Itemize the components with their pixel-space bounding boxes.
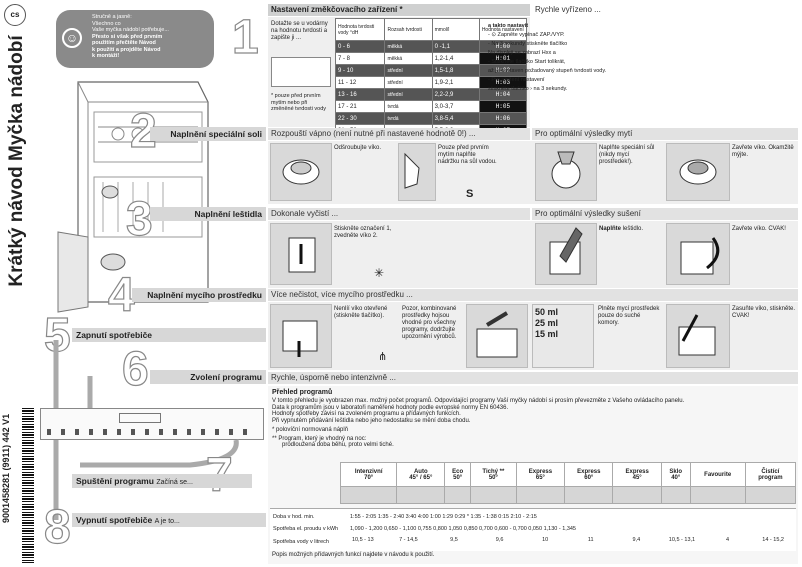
rinse-step-1-text: Stiskněte označení 1, zvedněte víko 2. — [334, 226, 392, 239]
program-overview-title: Přehled programů — [272, 389, 333, 396]
salt-header: Rozpouští vápno (není nutné při nastaven… — [268, 128, 530, 140]
row-time-values: 1:55 - 2:05 1:35 - 2:40 3:40 4:00 1:00 1… — [350, 514, 537, 520]
control-panel — [40, 408, 264, 440]
detergent-fill-illustration — [466, 304, 528, 368]
hardness-table: Hodnota tvrdosti vody °dH Rozsah tvrdost… — [334, 18, 528, 137]
step-7-bar: Spuštění programu Začíná se... — [72, 474, 252, 488]
salt-header-right: Pro optimální výsledky mytí — [532, 128, 798, 140]
rinse-symbol-icon: ✳ — [374, 266, 385, 280]
salt-step-1-text: Odšroubujte víko. — [334, 145, 382, 151]
softener-header-right: Rychle vyřízeno ... — [532, 4, 798, 16]
rinse-header-right: Pro optimální výsledky sušení — [532, 208, 798, 220]
rinse-step-3-text: Naplňte leštidlo. — [599, 226, 644, 232]
panel-buttons — [47, 429, 257, 435]
program-icons-row — [339, 486, 797, 504]
row-water-values: 10,5 - 13 7 - 14,5 9,5 9,6 10 11 9,4 10,… — [351, 537, 784, 543]
barcode — [22, 408, 34, 563]
program-footer: Popis možných přídavných funkcí najdete … — [272, 552, 435, 558]
row-label-kwh: Spotřeba el. proudu v kWh — [273, 526, 339, 532]
doc-code: 9001458281 (9911) 442 V1 — [1, 413, 11, 523]
salt-symbol-icon: S — [466, 188, 474, 200]
detergent-step-4-text: Zasuňte víko, stiskněte. CVAK! — [732, 306, 796, 319]
spray-icon: ⋔ — [378, 351, 388, 363]
salt-step-2-text: Pouze před prvním mytím naplňte nádržku … — [438, 145, 497, 165]
step-3-bar: Naplnění leštidla — [150, 207, 266, 221]
row-label-water: Spotřeba vody v litrech — [273, 539, 329, 545]
smiley-icon: ☺ — [62, 28, 82, 48]
detergent-step-3-text: Plněte mycí prostředek pouze do suché ko… — [598, 306, 660, 326]
rinse-open-illustration — [270, 223, 332, 285]
lang-badge: cs — [4, 4, 26, 26]
pointer-lines — [53, 340, 239, 520]
softener-instructions-text: a takto nastavit - ⊙ Zapněte vypínač ZAP… — [488, 23, 607, 92]
detergent-open-illustration — [270, 304, 332, 368]
step-number-1: 1 — [231, 11, 259, 64]
program-overview-text: V tomto přehledu je vyobrazen max. možný… — [272, 398, 685, 448]
step-4-bar: Naplnění mycího prostředku — [132, 288, 266, 302]
step-number-4: 4 — [107, 269, 135, 322]
program-header: Rychle, úsporně nebo intenzivně ... — [268, 372, 798, 384]
step-number-3: 3 — [125, 193, 153, 246]
doc-title: Krátký návod Myčka nádobí — [6, 35, 27, 287]
detergent-warning-text: Pozor, kombinované prostředky hojsou vho… — [402, 306, 457, 340]
salt-cap-illustration — [270, 143, 332, 201]
salt-step-3-text: Naplňte speciální sůl (nikdy mycí prostř… — [599, 145, 655, 165]
salt-water-illustration — [398, 143, 436, 201]
program-col: Favourite — [689, 462, 746, 487]
rinse-step-4-text: Zavřete víko. CVAK! — [732, 226, 786, 232]
step-2-bar: Naplnění speciální soli — [150, 127, 266, 141]
step-6-bar: Zvolení programu — [150, 370, 266, 384]
detergent-close-illustration — [666, 304, 730, 368]
panel-display — [119, 413, 161, 423]
step-5-bar: Zapnutí spotřebiče — [72, 328, 266, 342]
consumption-table: Doba v hod. min. Spotřeba el. proudu v k… — [270, 508, 796, 551]
rinse-fill-illustration — [535, 223, 597, 285]
detergent-header: Více nečistot, více mycího prostředku ..… — [268, 289, 798, 301]
softener-header: Nastavení změkčovacího zařízení * — [268, 4, 530, 16]
salt-close-illustration — [666, 143, 730, 201]
step-number-8: 8 — [43, 501, 71, 554]
row-label-time: Doba v hod. min. — [273, 514, 315, 520]
softener-ask-text: Dotažte se u vodárny na hodnotu tvrdosti… — [271, 21, 328, 41]
step-8-bar: Vypnutí spotřebiče A je to... — [72, 513, 266, 527]
detergent-step-1-text: Nenlíí víko otevřené (stiskněte tlačítko… — [334, 306, 388, 319]
salt-step-4-text: Zavřete víko. Okamžitě mýjte. — [732, 145, 794, 158]
detergent-dose-illustration: 50 ml 25 ml 15 ml — [532, 304, 594, 368]
step-number-6: 6 — [121, 343, 149, 396]
intro-box: ☺ Stručně a jasně: Všechno co Vaše myčka… — [56, 10, 214, 68]
row-kwh-values: 1,090 - 1,200 0,650 - 1,100 0,755 0,800 … — [350, 526, 576, 532]
softener-note: * pouze před prvním mytím nebo při změně… — [271, 93, 327, 112]
hardness-write-box[interactable] — [271, 57, 331, 87]
rinse-close-illustration — [666, 223, 730, 285]
salt-fill-illustration — [535, 143, 597, 201]
program-col: Tichý **50° — [470, 462, 517, 487]
rinse-header: Dokonale vyčistí ... — [268, 208, 530, 220]
